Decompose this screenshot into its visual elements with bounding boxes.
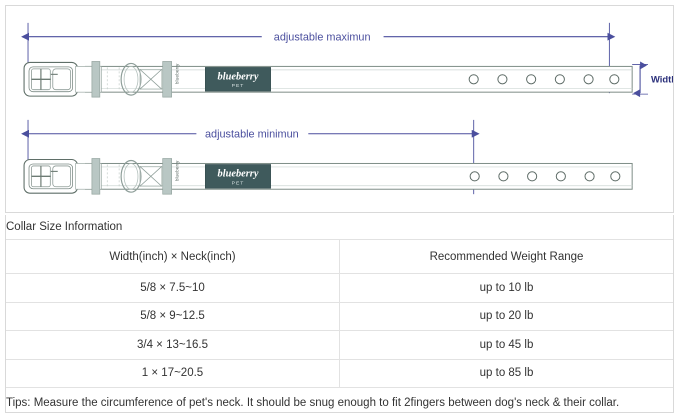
keeper-loop-right <box>162 61 172 98</box>
x-stitch-patch <box>139 68 163 90</box>
keeper-loop-left <box>91 61 101 98</box>
brand-name-text-bottom: blueberry <box>218 168 259 179</box>
cell-weight: up to 10 lb <box>339 273 673 303</box>
cell-weight: up to 20 lb <box>339 302 673 331</box>
top-strap-body <box>84 65 633 93</box>
tips-text: Tips: Measure the circumference of pet's… <box>6 396 620 409</box>
table-caption: Collar Size Information <box>6 215 673 240</box>
collar-diagram-svg: adjustable maximun <box>21 22 673 195</box>
top-strap-holes <box>468 74 620 85</box>
cell-size: 1 × 17~20.5 <box>6 359 340 388</box>
bottom-collar-group: adjustable minimun <box>21 119 633 195</box>
keeper-loop-left-bottom <box>91 158 101 195</box>
table-caption-row: Collar Size Information <box>6 215 673 240</box>
table-row: 3/4 × 13~16.5 up to 45 lb <box>6 330 673 360</box>
table-row: 5/8 × 9~12.5 up to 20 lb <box>6 302 673 331</box>
table-row: 1 × 17~20.5 up to 85 lb <box>6 359 673 388</box>
buckle-icon <box>23 61 79 97</box>
cell-size: 3/4 × 13~16.5 <box>6 330 340 360</box>
d-ring-icon-bottom <box>120 159 142 193</box>
brand-badge-bottom: blueberry PET <box>205 164 271 189</box>
brand-name-text: blueberry <box>218 71 259 82</box>
keeper-loop-right-bottom <box>162 158 172 195</box>
table-header-row: Width(inch) × Neck(inch) Recommended Wei… <box>6 239 673 274</box>
cell-size: 5/8 × 9~12.5 <box>6 302 340 331</box>
keeper-vertical-text-bottom: blueberry <box>175 160 181 181</box>
cell-weight: up to 85 lb <box>339 359 673 388</box>
keeper-vertical-text: blueberry <box>175 63 181 84</box>
cell-size: 5/8 × 7.5~10 <box>6 273 340 303</box>
collar-diagram-panel: adjustable maximun <box>5 5 674 213</box>
cell-weight: up to 45 lb <box>339 330 673 360</box>
brand-badge: blueberry PET <box>205 67 271 92</box>
header-size: Width(inch) × Neck(inch) <box>6 239 340 274</box>
adjustable-maximum-label: adjustable maximun <box>274 32 371 44</box>
x-stitch-patch-bottom <box>139 166 163 187</box>
table-row: 5/8 × 7.5~10 up to 10 lb <box>6 273 673 303</box>
brand-sub-text-bottom: PET <box>232 180 245 186</box>
top-collar-group: adjustable maximun <box>21 22 673 98</box>
width-label: Width <box>651 73 673 84</box>
table-tips-row: Tips: Measure the circumference of pet's… <box>6 388 673 418</box>
collar-size-table: Collar Size Information Width(inch) × Ne… <box>6 215 673 417</box>
brand-sub-text: PET <box>232 83 245 89</box>
bottom-strap-holes <box>469 171 621 182</box>
collar-size-table-wrapper: Collar Size Information Width(inch) × Ne… <box>5 215 674 413</box>
adjustable-minimum-label: adjustable minimun <box>205 129 299 141</box>
d-ring-icon <box>120 62 142 96</box>
bottom-strap-body <box>84 162 633 190</box>
width-dimension: Width <box>632 61 673 98</box>
buckle-icon-bottom <box>23 158 79 194</box>
header-weight: Recommended Weight Range <box>339 239 673 274</box>
